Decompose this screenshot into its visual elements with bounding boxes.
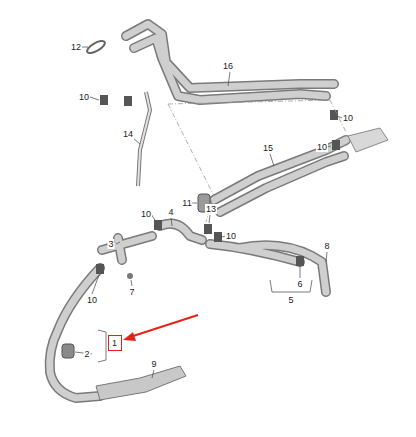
callout-number: 6: [296, 279, 303, 289]
clamp: [124, 96, 132, 106]
seal-ring: [85, 39, 106, 56]
bracket-pipe: [138, 92, 150, 186]
hose: [214, 140, 346, 200]
callout-number: 10: [342, 113, 354, 123]
bracket-pipe: [138, 92, 150, 186]
hose: [214, 140, 346, 200]
leader: [192, 203, 197, 204]
clamp: [96, 264, 104, 274]
leader: [90, 97, 99, 100]
callout-number: 13: [205, 204, 217, 214]
callout-number: 2: [83, 349, 90, 359]
hose: [240, 245, 326, 292]
leader: [152, 370, 154, 378]
callout-number: 9: [150, 359, 157, 369]
callout-number: 10: [78, 92, 90, 102]
leader: [326, 252, 327, 262]
callout-number: 10: [86, 295, 98, 305]
bracket: [270, 280, 312, 292]
hose: [134, 38, 326, 100]
coolant-pipe: [96, 366, 186, 400]
dash-line: [168, 100, 330, 104]
callout-number: 7: [128, 287, 135, 297]
hose: [102, 236, 152, 260]
screw: [127, 273, 133, 279]
callout-number: 5: [287, 295, 294, 305]
dash-line: [168, 104, 214, 196]
leader-lines: [75, 47, 342, 378]
callout-number: 3: [107, 239, 114, 249]
callout-number: 14: [122, 129, 134, 139]
leader: [131, 280, 132, 286]
leader: [92, 275, 99, 294]
clamp: [296, 256, 304, 266]
leader: [171, 218, 172, 226]
clamp: [204, 224, 212, 234]
callout-number: 10: [140, 209, 152, 219]
assembly-lines: [168, 100, 346, 222]
leader: [270, 154, 274, 166]
leader: [82, 47, 88, 48]
clamp: [100, 95, 108, 105]
callout-number: 8: [323, 241, 330, 251]
hose: [126, 24, 334, 88]
leader: [116, 242, 120, 244]
leader: [133, 138, 140, 144]
callout-number: 11: [181, 198, 192, 208]
hose: [220, 156, 344, 212]
callout-number: 10: [225, 231, 237, 241]
highlight-arrow: [130, 315, 198, 337]
highlight-box: 1: [108, 335, 122, 351]
hose-body: [50, 24, 346, 398]
hose: [102, 236, 152, 260]
highlight-arrowhead: [123, 332, 136, 341]
hose: [160, 224, 202, 240]
leader: [300, 266, 301, 278]
callout-number: 10: [316, 142, 328, 152]
callout-number: 12: [70, 42, 82, 52]
bracket: [98, 330, 106, 362]
hose-outline: [50, 24, 346, 398]
hose: [50, 268, 100, 398]
callout-number: 4: [167, 207, 174, 217]
callout-number: 1: [112, 338, 118, 348]
sleeve: [62, 344, 74, 358]
hose-clamps: [96, 95, 340, 274]
connector-flange: [348, 128, 388, 152]
callout-number: 16: [222, 61, 234, 71]
leader: [228, 72, 230, 86]
clamp: [214, 232, 222, 242]
hose: [160, 224, 202, 240]
clamp: [330, 110, 338, 120]
clamp: [154, 220, 162, 230]
hose: [50, 268, 100, 398]
callout-number: 15: [262, 143, 274, 153]
clamp: [332, 140, 340, 150]
leader: [209, 215, 210, 223]
